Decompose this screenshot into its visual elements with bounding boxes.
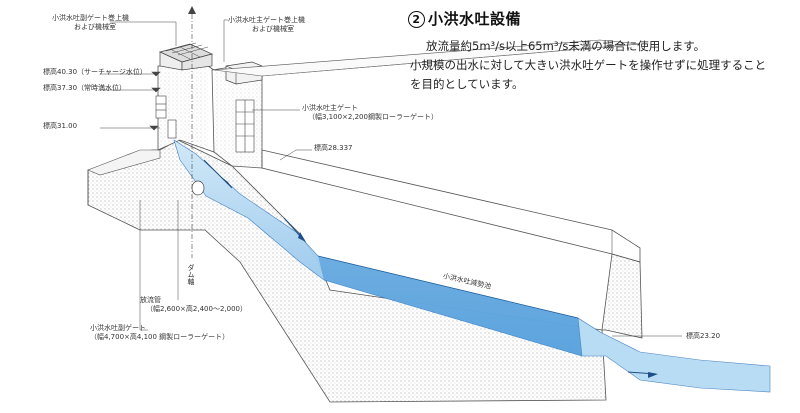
main-gate — [235, 99, 255, 153]
training-wall — [601, 253, 643, 339]
label-elevation-31: 標高31.00 — [43, 122, 78, 130]
section-title-text: 小洪水吐設備 — [428, 10, 522, 28]
label-main-gate-2: （幅3,100×2,200鋼製ローラーゲート） — [308, 113, 438, 121]
flow-arrows — [203, 159, 658, 378]
embankment — [87, 149, 161, 176]
stilling-basin-water — [318, 256, 582, 356]
section-number: 2 — [408, 11, 425, 28]
description-line-2: 小規模の出水に対して大きい洪水吐ゲートを操作せずに処理すること — [410, 58, 767, 72]
label-sub-gate-hoist-1: 小洪水吐副ゲート巻上機 — [52, 14, 129, 22]
label-discharge-pipe-1: 放流管 — [140, 296, 161, 304]
label-main-gate-hoist-2: および機械室 — [252, 25, 294, 33]
description-line-3: を目的としています。 — [410, 77, 524, 91]
label-main-gate-hoist-1: 小洪水吐主ゲート巻上機 — [228, 16, 305, 24]
outflow-water — [577, 317, 771, 393]
label-discharge-pipe-2: （幅2,600×高2,400～2,000） — [146, 305, 247, 313]
label-elevation-28: 標高28.337 — [314, 144, 353, 152]
water-level-markers — [100, 71, 161, 131]
label-sub-gate-hoist-2: および機械室 — [74, 23, 116, 31]
discharge-pipe-opening — [191, 180, 205, 196]
leader-lines — [110, 19, 682, 337]
sub-gate — [155, 95, 177, 139]
label-main-gate-1: 小洪水吐主ゲート — [302, 104, 358, 112]
label-dam-axis: ダム軸 — [187, 264, 195, 285]
description-line-1: 放流量約5m³/s以上65m³/s未満の場合に使用します。 — [426, 39, 706, 53]
side-wall — [261, 149, 641, 263]
label-elevation-23: 標高23.20 — [686, 332, 721, 340]
label-elevation-37: 標高37.30（常時満水位） — [43, 84, 127, 92]
label-sub-gate-2: （幅4,700×高4,100 鋼製ローラーゲート） — [90, 333, 230, 341]
label-sub-gate-1: 小洪水吐副ゲート — [90, 324, 146, 332]
label-elevation-40: 標高40.30（サーチャージ水位） — [43, 68, 147, 76]
